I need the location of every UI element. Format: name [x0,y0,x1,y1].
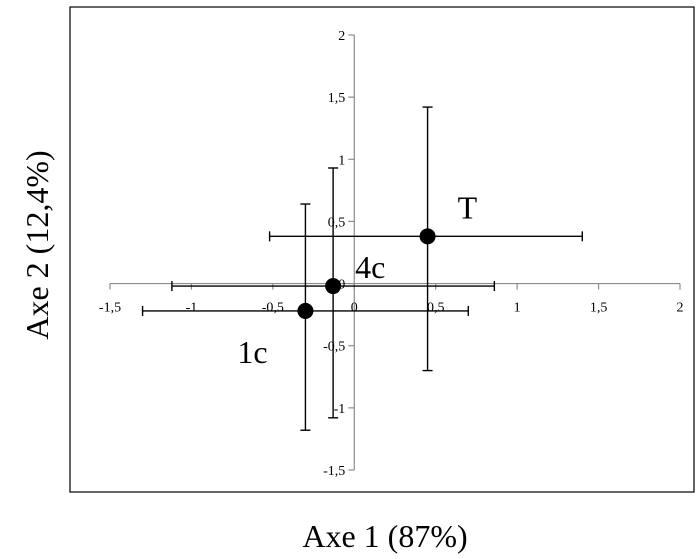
y-tick-label: -1,5 [323,464,345,479]
axes: -1,5 -1 -0,5 0 0,5 1 1,5 2 -1,5 -1 -0,5 0 0,5 1 1,5 2 [99,29,684,479]
point-label-1c: 1c [237,334,267,370]
y-tick-label: 1,5 [328,91,346,106]
y-axis-title: Axe 2 (12,4%) [19,150,55,339]
x-tick-label: 0 [351,301,358,316]
y-tick-label: 1 [338,153,345,168]
point-marker-1c [297,302,314,319]
data-points [297,228,436,319]
plot-frame [69,6,695,493]
y-tick-label: -1 [334,402,346,417]
x-tick-label: 1,5 [590,301,608,316]
x-tick-label: -1 [186,301,198,316]
x-tick-label: 0,5 [427,301,445,316]
x-tick-label: 1 [514,301,521,316]
x-tick-label: 2 [677,301,684,316]
point-marker-t [419,228,436,245]
y-tick-label: -0,5 [323,340,345,355]
point-label-4c: 4c [355,249,385,285]
y-tick-label: 2 [338,29,345,44]
x-axis-title: Axe 1 (87%) [302,518,467,554]
point-marker-4c [325,278,342,295]
x-tick-label: -1,5 [99,301,121,316]
point-labels: T 4c 1c [237,189,477,370]
y-tick-label: 0,5 [328,215,346,230]
y-tick-label: 0 [338,278,345,293]
x-tick-label: -0,5 [262,301,284,316]
point-label-t: T [458,189,478,225]
